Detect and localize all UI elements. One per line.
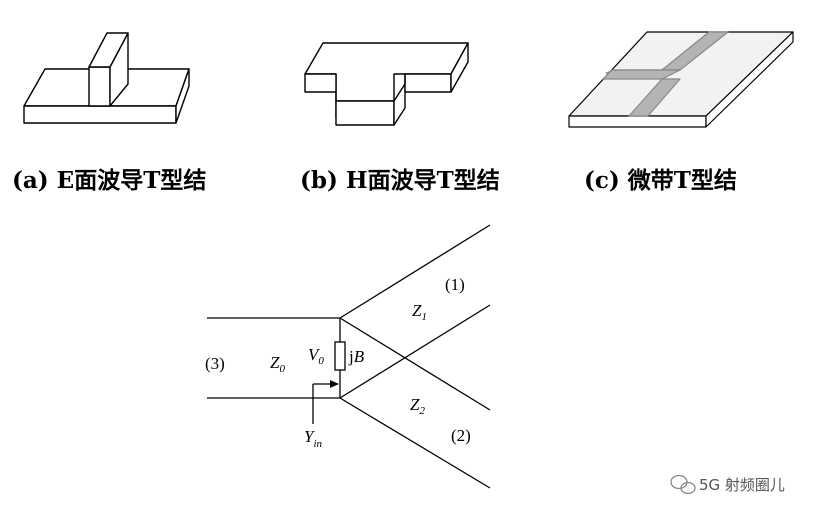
caption-a: (a) E面波导T型结 (12, 167, 206, 194)
yin-label: Yin (304, 427, 323, 450)
e-plane-tee-drawing (23, 32, 190, 124)
watermark: 5G 射频圈儿 (670, 474, 785, 495)
z1-label: Z1 (412, 301, 427, 323)
port3-label: (3) (205, 354, 225, 373)
z2-label: Z2 (410, 395, 425, 417)
port2-outer-line (339, 397, 491, 489)
watermark-text: 5G 射频圈儿 (699, 476, 785, 494)
port2-label: (2) (451, 426, 471, 445)
caption-b: (b) H面波导T型结 (300, 167, 500, 194)
yin-arrow-head (330, 380, 339, 388)
port1-label: (1) (445, 275, 465, 294)
v0-label: V0 (308, 345, 324, 367)
port1-outer-line (339, 224, 491, 319)
microstrip-tee-drawing (568, 31, 794, 128)
caption-c: (c) 微带T型结 (584, 167, 737, 194)
cross-line-2 (339, 304, 491, 399)
wechat-icon (670, 474, 696, 495)
cross-line-1 (339, 317, 491, 411)
h-plane-tee-drawing (304, 42, 469, 126)
z0-label: Z0 (270, 353, 285, 375)
shunt-susceptance (334, 341, 346, 371)
jb-label: jB (348, 347, 365, 366)
equivalent-circuit (207, 224, 491, 489)
